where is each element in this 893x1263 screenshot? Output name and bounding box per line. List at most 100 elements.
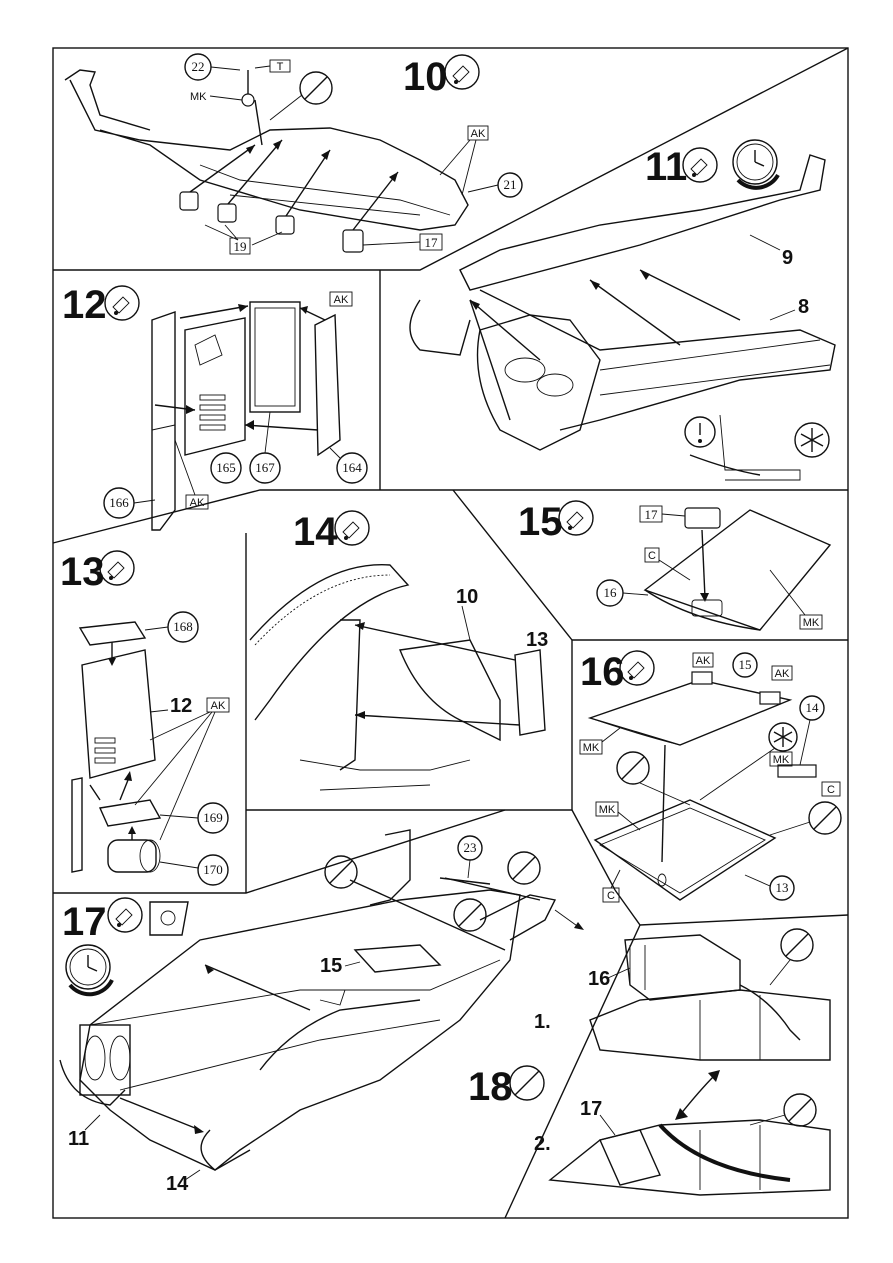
svg-text:166: 166 [109,495,129,510]
no-glue-icon [324,855,358,889]
no-glue-icon [453,898,487,932]
glue-icon [334,510,370,546]
glue-icon [619,650,655,686]
glue-icon [99,550,135,586]
svg-text:1.: 1. [534,1011,551,1033]
svg-text:17: 17 [645,507,659,522]
step-16: 16 AK AK 15 MK 14 MK C MK [579,650,842,903]
step-11: 11 9 8 [409,139,836,481]
part-170-shape [107,839,157,873]
part-167-shape [249,301,301,413]
glue-icon [558,500,594,536]
svg-text:11: 11 [68,1128,89,1150]
no-glue-icon [780,928,814,962]
glue-icon [107,897,143,933]
step-number: 14 [293,510,338,554]
no-glue-icon [507,851,541,885]
caution-icon [684,416,716,448]
asterisk-icon [768,722,798,752]
step-number: 18 [468,1065,513,1109]
part-17-window [342,229,364,253]
fuselage-side [249,564,410,721]
svg-text:169: 169 [203,810,223,825]
step-number: 13 [60,550,105,594]
glue-icon [444,54,480,90]
part-13-base [593,799,777,901]
part-168-shape [78,621,147,646]
step-15: 15 17 C 16 MK [518,500,832,631]
svg-text:9: 9 [782,247,793,269]
step-number: 11 [645,145,687,189]
svg-text:19: 19 [234,239,247,254]
part-9-shape [459,154,826,291]
svg-text:T: T [277,61,284,73]
part-10-shape [399,639,501,742]
cockpit-shape [476,314,601,451]
svg-text:MK: MK [190,91,207,103]
page-frame [52,47,849,1219]
step-13: 13 168 12 AK 169 170 [60,550,230,886]
glue-icon [682,147,718,183]
fuselage-top-1 [589,989,831,1061]
no-glue-icon [299,71,333,105]
svg-text:C: C [827,784,835,796]
svg-text:16: 16 [588,968,610,990]
step-number: 17 [62,900,107,944]
step-17: 17 15 23 [59,829,584,1195]
part-166-shape [151,311,176,531]
step-number: 10 [403,55,448,99]
svg-text:14: 14 [166,1173,189,1195]
part-19-window [179,191,199,211]
svg-text:168: 168 [173,619,193,634]
part-14-shape [777,764,817,778]
fuselage-top-2 [548,1119,831,1196]
svg-text:MK: MK [599,804,616,816]
step-number: 12 [62,283,107,327]
step-number: 16 [580,650,625,694]
svg-text:21: 21 [504,177,517,192]
svg-text:C: C [648,550,656,562]
paint-icon [149,901,189,936]
svg-text:AK: AK [775,668,790,680]
svg-text:14: 14 [806,700,820,715]
svg-text:AK: AK [696,655,711,667]
no-glue-icon [783,1093,817,1127]
svg-text:165: 165 [216,460,236,475]
svg-text:17: 17 [580,1098,602,1120]
step-10: 10 22 T MK AK 21 [64,53,523,255]
part-165-shape [184,317,246,456]
svg-text:AK: AK [334,294,349,306]
fuselage-assembly [79,889,521,1171]
clock-icon [65,944,114,997]
part-169-shape [98,799,162,827]
svg-text:13: 13 [526,629,548,651]
svg-text:AK: AK [471,128,486,140]
part-15-shape [587,679,793,746]
svg-text:167: 167 [255,460,275,475]
part-13-shape [514,649,546,736]
part-12-assembly [81,649,156,779]
svg-text:16: 16 [604,585,618,600]
asterisk-icon [794,422,830,458]
step-18: 18 1. 2. 16 17 [468,928,831,1196]
svg-text:23: 23 [464,840,477,855]
svg-text:MK: MK [773,754,790,766]
svg-text:AK: AK [190,497,205,509]
svg-text:15: 15 [320,955,342,977]
svg-text:170: 170 [203,862,223,877]
part-8-shape [479,289,836,431]
svg-text:2.: 2. [534,1133,551,1155]
no-glue-icon [808,801,842,835]
svg-text:12: 12 [170,695,192,717]
part-164-shape [314,313,341,457]
part-17-hatch [599,1129,661,1186]
part-16-hatch [624,934,741,1001]
part-21-shape [69,79,469,231]
step-12: 12 AK AK 166 165 167 164 [62,283,368,531]
svg-text:15: 15 [739,657,752,672]
svg-text:MK: MK [803,617,820,629]
svg-text:22: 22 [192,59,205,74]
part-16-shape [643,509,832,631]
step-14: 14 10 13 [249,510,548,791]
